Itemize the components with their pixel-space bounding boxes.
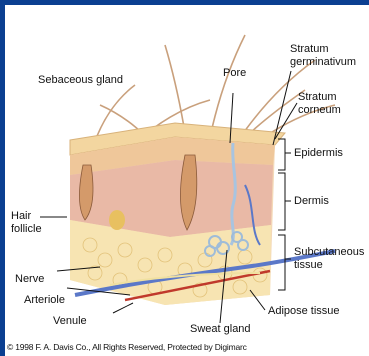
label-subcutaneous-tissue: Subcutaneous tissue [294, 246, 369, 272]
label-nerve: Nerve [15, 273, 44, 286]
skin-diagram: Sebaceous gland Pore Stratum germinativu… [5, 5, 369, 356]
sebaceous-gland-shape [109, 210, 125, 230]
label-stratum-germinativum: Stratum germinativum [290, 43, 369, 69]
layer-brackets [278, 139, 291, 290]
label-sweat-gland: Sweat gland [190, 323, 251, 336]
label-sebaceous-gland: Sebaceous gland [38, 74, 123, 87]
label-hair-follicle: Hair follicle [11, 210, 51, 236]
label-venule: Venule [53, 315, 87, 328]
label-epidermis: Epidermis [294, 147, 343, 160]
copyright-notice: © 1998 F. A. Davis Co., All Rights Reser… [7, 342, 247, 352]
label-dermis: Dermis [294, 195, 329, 208]
label-stratum-corneum: Stratum corneum [298, 91, 358, 117]
label-adipose-tissue: Adipose tissue [268, 305, 340, 318]
label-pore: Pore [223, 67, 246, 80]
label-arteriole: Arteriole [24, 294, 65, 307]
